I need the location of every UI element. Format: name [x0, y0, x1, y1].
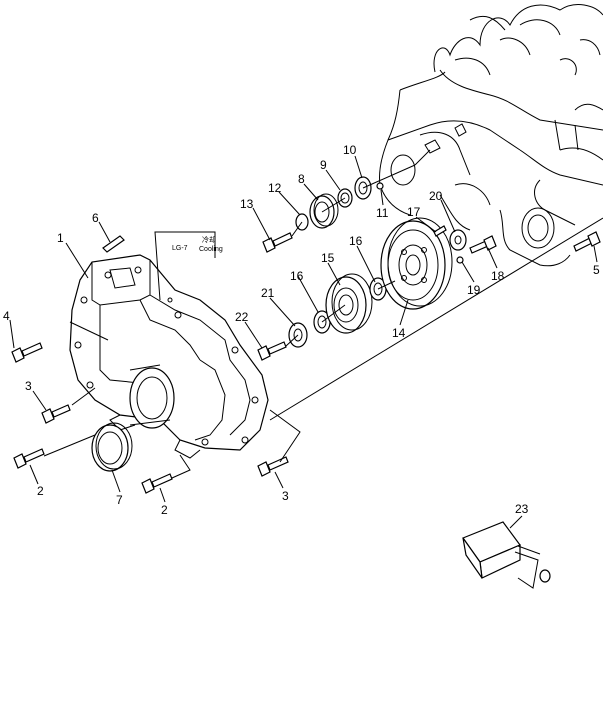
callout-11: 11 [376, 206, 389, 220]
engine-block [379, 4, 603, 267]
callout-6: 6 [92, 211, 99, 225]
callout-17: 17 [407, 205, 421, 219]
callout-2-left: 2 [37, 484, 44, 498]
callout-labels: 1 2 2 3 3 4 5 6 7 8 9 10 11 12 13 14 15 … [3, 143, 600, 517]
callout-22: 22 [235, 310, 249, 324]
note-code: LG-7 [172, 245, 188, 252]
bolts [11, 231, 601, 494]
front-gear-cover [69, 254, 269, 459]
callout-16-lower: 16 [290, 269, 304, 283]
callout-18: 18 [491, 269, 505, 283]
callout-23: 23 [515, 502, 529, 516]
callout-4: 4 [3, 309, 10, 323]
service-tool [462, 521, 551, 589]
callout-15: 15 [321, 251, 335, 265]
leader-lines [9, 155, 598, 529]
callout-8: 8 [298, 172, 305, 186]
callout-9: 9 [320, 158, 327, 172]
callout-12: 12 [268, 181, 282, 195]
callout-19: 19 [467, 283, 481, 297]
callout-3-left: 3 [25, 379, 32, 393]
note-jp: 冷却 [202, 235, 216, 244]
reference-note: 冷却 LG-7 Cooling [172, 235, 223, 253]
callout-3-lower: 3 [282, 489, 289, 503]
assembly-lines [43, 149, 603, 479]
oil-seal [91, 422, 133, 472]
callout-7: 7 [116, 493, 123, 507]
callout-21: 21 [261, 286, 275, 300]
callout-14: 14 [392, 326, 406, 340]
callout-1: 1 [57, 231, 64, 245]
lower-idler-parts [288, 217, 467, 348]
dowel-pin [102, 235, 125, 253]
callout-2-lower: 2 [161, 503, 168, 517]
callout-16-upper: 16 [349, 234, 363, 248]
callout-13: 13 [240, 197, 254, 211]
callout-20: 20 [429, 189, 443, 203]
note-en: Cooling [199, 246, 223, 253]
callout-10: 10 [343, 143, 357, 157]
callout-5: 5 [593, 263, 600, 277]
